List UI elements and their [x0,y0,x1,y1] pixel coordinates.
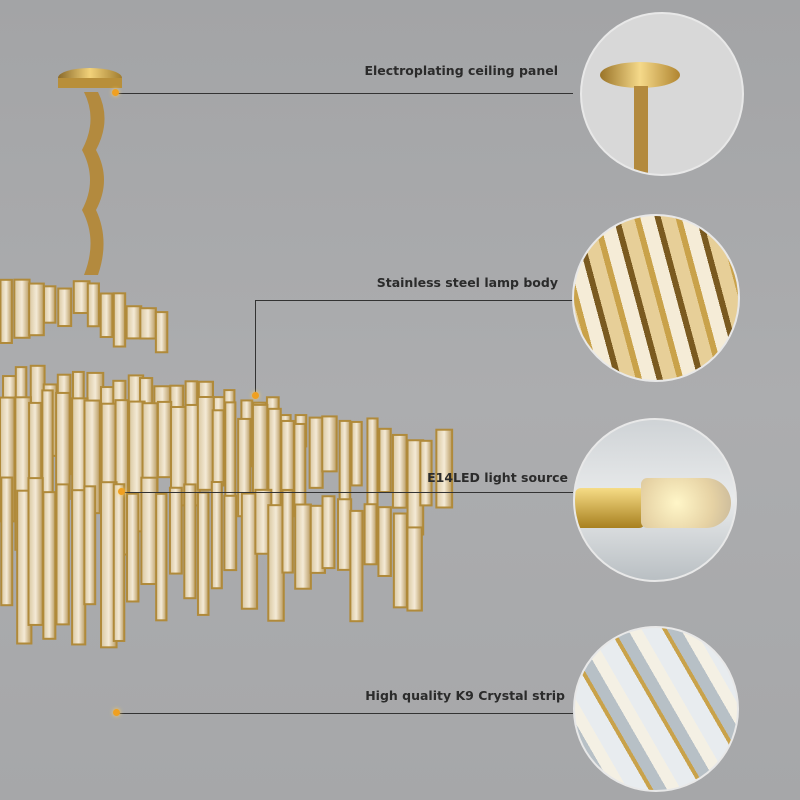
crystal-strip [224,401,237,504]
leader-line [123,492,573,493]
crystal-strip [308,416,324,489]
callout-label-lamp-body: Stainless steel lamp body [376,275,558,290]
callout-label-crystal-strip: High quality K9 Crystal strip [365,688,565,703]
crystal-strip [183,483,197,600]
ceiling-plate-rim [58,78,122,88]
crystal-body [0,278,454,649]
crystal-strip [0,278,13,344]
crystal-strip [349,509,364,623]
crystal-strip [211,409,225,487]
callout-label-ceiling-panel: Electroplating ceiling panel [364,63,558,78]
crystal-strip [125,305,143,340]
crystal-strip [27,477,44,626]
crystal-strip [210,481,223,590]
crystal-strip [168,486,183,575]
crystal-strip [267,504,285,622]
crystal-strip [154,311,169,354]
crystal-strip [196,491,210,616]
crystal-strip [392,512,408,609]
crystal-strip [28,282,45,337]
crystal-strip-closeup [573,626,739,792]
crystal-strip [140,476,159,586]
marker-dot [112,89,119,96]
crystal-strip [406,526,423,612]
marker-dot [118,488,125,495]
crystal-strip [350,420,363,487]
crystal-strip [294,503,312,590]
crystal-strip [112,292,127,348]
crystal-strip [366,417,379,510]
crystal-strip [99,292,114,339]
crystal-strip [156,400,173,479]
bulb-closeup [573,418,737,582]
crystal-strip [42,285,57,324]
chain-cover [82,92,105,275]
crystal-strip [321,495,336,570]
crystal-strip [0,476,14,607]
leader-line [118,713,573,714]
crystal-strip [377,506,392,577]
callout-label-light-source: E14LED light source [427,470,568,485]
crystal-strip [155,492,168,622]
crystal-strip [223,494,238,572]
crystal-strip [280,419,295,491]
crystal-strip [112,483,126,642]
ceiling-panel-closeup [580,12,744,176]
crystal-strip [336,498,353,571]
crystal-strip [86,282,100,328]
leader-line [255,300,573,301]
crystal-strip [293,422,307,518]
leader-line [118,93,573,94]
crystal-strip [55,391,71,500]
crystal-strip [83,485,97,606]
crystal-strip [391,433,408,509]
crystal-strip [139,307,157,340]
crystal-strip [125,492,140,603]
leader-line [255,300,256,395]
crystal-strip [419,439,433,507]
crystal-strip [42,491,57,640]
crystal-strip [281,489,294,574]
crystal-strip [321,415,338,473]
crystal-strip [55,483,70,626]
crystal-strip [378,427,392,494]
crystal-strip [196,395,215,491]
crystal-strip [13,278,31,339]
crystal-strip [71,489,87,646]
crystal-strip [435,428,454,509]
crystal-strip [363,503,378,566]
crystal-strip [57,287,73,328]
lamp-body-closeup [572,214,740,382]
marker-dot [252,392,259,399]
marker-dot [113,709,120,716]
